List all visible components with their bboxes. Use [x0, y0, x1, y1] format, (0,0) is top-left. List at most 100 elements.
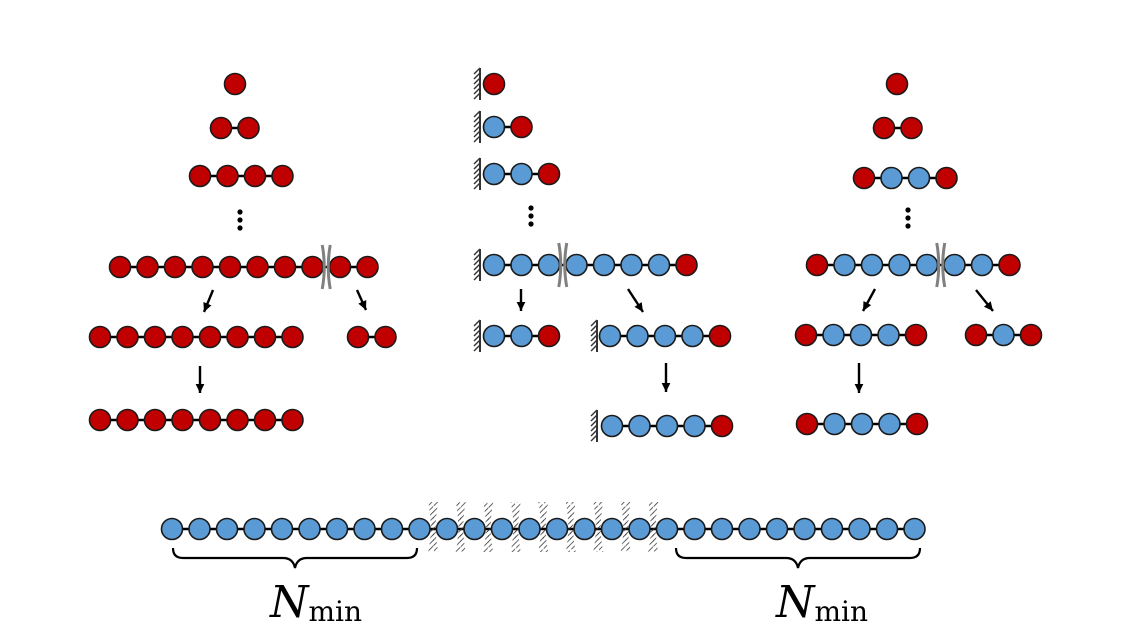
red-bead: [116, 325, 139, 349]
red-bead: [223, 72, 247, 96]
cut-hatch: [624, 502, 631, 552]
wall-hatch: [473, 87, 481, 95]
red-bead: [88, 408, 112, 432]
blue-bead: [188, 517, 211, 541]
wall-hatch: [473, 67, 481, 75]
blue-bead: [793, 517, 816, 541]
red-bead: [482, 72, 506, 96]
blue-bead: [653, 324, 677, 348]
red-bead: [905, 412, 929, 436]
blue-bead: [903, 517, 926, 541]
blue-bead: [915, 253, 939, 277]
arrow-head: [195, 383, 205, 393]
blue-bead: [849, 323, 873, 347]
wall-hatch: [473, 162, 481, 170]
hatched-cut-mark: [620, 502, 631, 552]
red-bead: [226, 408, 249, 432]
arrow-head: [358, 300, 367, 310]
red-bead: [253, 408, 277, 432]
bond-cut-mark: [320, 244, 332, 290]
wall-hatch: [473, 115, 481, 123]
arrow-head: [863, 301, 872, 311]
wall-mark: [590, 409, 598, 442]
wall-hatch: [473, 172, 481, 180]
red-bead: [675, 253, 698, 277]
blue-bead: [600, 517, 624, 541]
ellipsis-dot: [905, 223, 911, 229]
blue-bead: [537, 253, 561, 277]
arrow-head: [854, 383, 864, 393]
wall-hatch: [473, 258, 481, 266]
red-bead: [136, 255, 159, 279]
red-bead: [253, 325, 277, 349]
blue-bead: [655, 414, 679, 438]
red-bead: [171, 325, 194, 349]
red-bead: [964, 323, 988, 347]
hatched-cut-mark: [593, 502, 604, 552]
wall-mark: [473, 319, 481, 352]
red-bead: [510, 115, 533, 139]
wall-hatch: [473, 82, 481, 90]
arrow-head: [203, 302, 212, 312]
blue-bead: [820, 517, 844, 541]
arrow: [661, 363, 671, 392]
arrow: [202, 289, 215, 313]
wall-hatch: [473, 167, 481, 175]
wall-hatch: [473, 130, 481, 138]
cut-line: [935, 242, 941, 288]
blue-bead: [710, 517, 734, 541]
blue-bead: [907, 166, 931, 190]
red-bead: [935, 166, 958, 190]
beads-layer: [88, 72, 1043, 541]
blue-bead: [647, 253, 671, 277]
blue-bead: [598, 324, 622, 348]
nmin-label-left: Nmin: [269, 577, 362, 628]
cut-hatch: [569, 502, 576, 552]
wall-hatch: [473, 125, 481, 133]
arrow: [861, 288, 877, 312]
red-bead: [805, 253, 829, 277]
wall-hatch: [590, 414, 598, 422]
blue-bead: [833, 253, 856, 277]
red-bead: [374, 325, 397, 349]
cut-line: [563, 242, 569, 288]
wall-hatch: [590, 319, 598, 327]
blue-bead: [877, 323, 900, 347]
hatched-cut-mark: [510, 502, 521, 552]
wall-hatch: [473, 248, 481, 256]
red-bead: [188, 164, 212, 188]
red-bead: [904, 323, 928, 347]
blue-bead: [510, 253, 533, 277]
wall-hatch: [590, 329, 598, 337]
blue-bead: [298, 517, 321, 541]
ellipsis-dot: [528, 213, 534, 219]
cut-line: [320, 244, 326, 290]
nmin-main-right: N: [775, 577, 816, 628]
blue-bead: [408, 517, 431, 541]
hatched-cut-mark: [455, 502, 466, 552]
ellipsis-dot: [905, 215, 911, 221]
wall-hatch: [473, 334, 481, 342]
cut-hatch: [652, 502, 659, 552]
ellipsis-dot: [237, 217, 243, 223]
wall-mark: [473, 110, 481, 143]
ellipsis-dot: [905, 207, 911, 213]
wall-hatch: [590, 334, 598, 342]
wall-hatch: [473, 339, 481, 347]
red-bead: [273, 255, 297, 279]
cut-hatch: [459, 502, 466, 552]
wall-hatch: [590, 419, 598, 427]
red-bead: [537, 324, 561, 348]
blue-bead: [822, 323, 845, 347]
arrow-head: [634, 302, 643, 312]
red-bead: [191, 255, 214, 279]
wall-hatch: [473, 253, 481, 261]
blue-bead: [848, 517, 871, 541]
red-bead: [900, 116, 923, 140]
red-bead: [885, 72, 909, 96]
arrow-head: [983, 301, 993, 311]
wall-hatch: [590, 424, 598, 432]
blue-bead: [878, 412, 901, 436]
red-bead: [872, 116, 896, 140]
